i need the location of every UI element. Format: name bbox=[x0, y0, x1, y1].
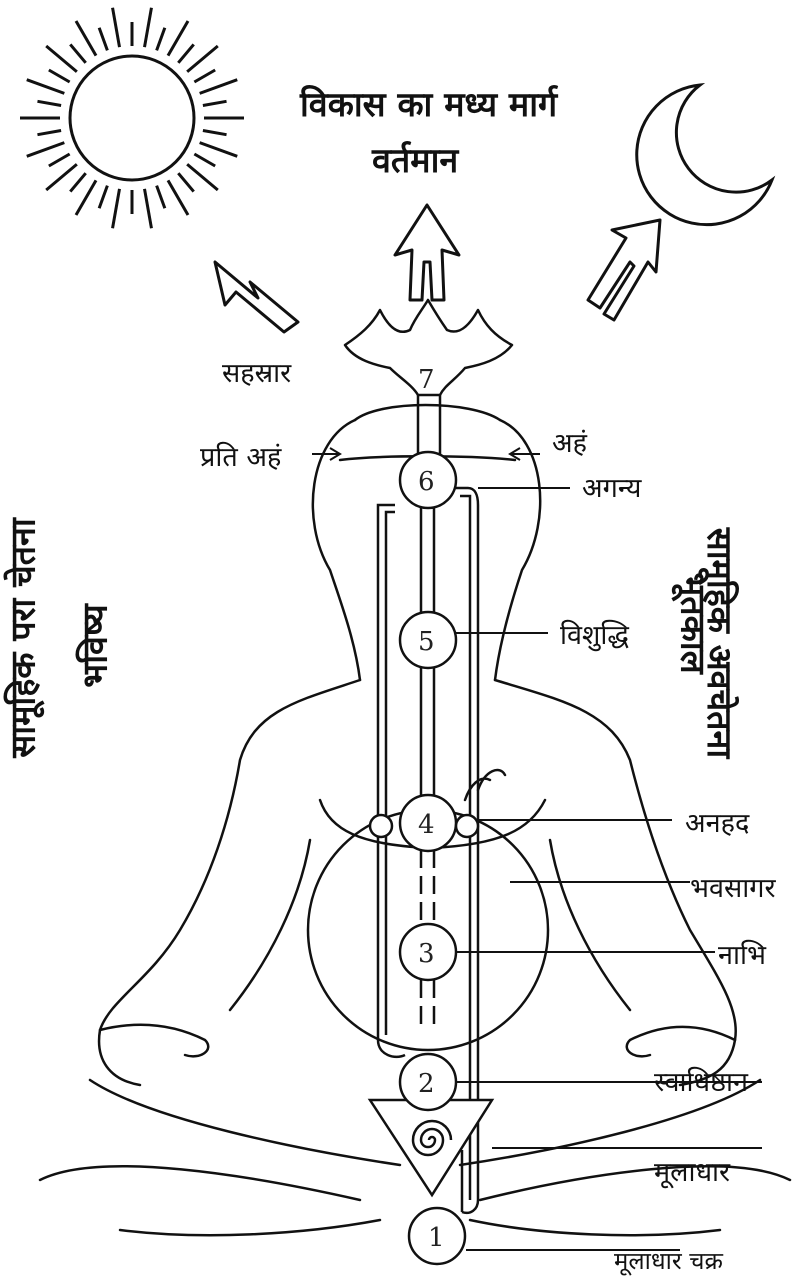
sun-icon bbox=[20, 8, 244, 229]
title-line2: वर्तमान bbox=[372, 136, 458, 182]
label-agnya: अगन्य bbox=[582, 468, 641, 505]
arrow-up-left-icon bbox=[215, 262, 298, 332]
sun-ray bbox=[157, 186, 165, 209]
chakra-number-4: 4 bbox=[418, 810, 435, 840]
chakra-number-5: 5 bbox=[418, 627, 435, 657]
sun-ray bbox=[46, 46, 77, 72]
label-swadhisthan: स्वाधिष्ठान bbox=[654, 1062, 748, 1099]
sun-ray bbox=[27, 143, 65, 157]
sun-ray bbox=[37, 131, 61, 135]
sun-ray bbox=[203, 101, 227, 105]
chakra-number-7: 7 bbox=[418, 365, 435, 395]
sun-ray bbox=[49, 70, 70, 82]
left-vertical-line2: भविष्य bbox=[71, 604, 117, 687]
label-vishuddhi: विशुद्धि bbox=[560, 615, 629, 652]
sun-ray bbox=[168, 21, 188, 56]
sun-ray bbox=[46, 164, 77, 190]
sun-ray bbox=[200, 80, 238, 94]
chakra-number-6: 6 bbox=[418, 467, 435, 497]
label-muladhara: मूलाधार bbox=[654, 1152, 730, 1189]
chakra-number-2: 2 bbox=[418, 1069, 435, 1099]
pointer-lines bbox=[312, 448, 762, 1250]
sun-ray bbox=[37, 101, 61, 105]
label-bhavsagar: भवसागर bbox=[690, 868, 775, 905]
sun-ray bbox=[203, 131, 227, 135]
sun-ray bbox=[76, 180, 96, 215]
sun-ray bbox=[194, 70, 215, 82]
sun-ray bbox=[70, 173, 85, 191]
sun-ray bbox=[200, 143, 238, 157]
right-small-circle bbox=[456, 815, 478, 837]
right-vertical-line2: भूतकाल bbox=[672, 572, 718, 673]
moon-icon bbox=[637, 85, 772, 225]
arrow-up-icon bbox=[395, 205, 459, 300]
sun-ray bbox=[113, 8, 120, 47]
label-muladhara-chakra: मूलाधार चक्र bbox=[614, 1244, 723, 1277]
sun-ray bbox=[49, 154, 70, 166]
sun-ray bbox=[178, 173, 193, 191]
sun-ray bbox=[27, 80, 65, 94]
chakra-number-3: 3 bbox=[418, 939, 435, 969]
label-nabhi: नाभि bbox=[718, 935, 766, 972]
sun-ray bbox=[168, 180, 188, 215]
left-small-circle bbox=[370, 815, 392, 837]
left-vertical-line1: सामूहिक परा चेतना bbox=[0, 518, 45, 757]
sun-ray bbox=[145, 8, 152, 47]
arrow-up-right-icon bbox=[588, 220, 660, 320]
sun-ray bbox=[187, 164, 218, 190]
sun-ray bbox=[76, 21, 96, 56]
label-sahasrara: सहस्रार bbox=[222, 353, 291, 390]
label-prati-aham: प्रति अहं bbox=[200, 437, 281, 474]
sun-ray bbox=[145, 189, 152, 228]
sun-ray bbox=[99, 28, 107, 51]
chakra-number-1: 1 bbox=[428, 1223, 445, 1253]
sun-ray bbox=[113, 189, 120, 228]
sun-ray bbox=[99, 186, 107, 209]
title-line1: विकास का मध्य मार्ग bbox=[300, 80, 557, 126]
sun-ray bbox=[70, 44, 85, 62]
sun-ray bbox=[187, 46, 218, 72]
sun-ray bbox=[178, 44, 193, 62]
label-aham: अहं bbox=[552, 423, 587, 460]
sun-ray bbox=[194, 154, 215, 166]
label-anahad: अनहद bbox=[685, 803, 749, 840]
sun-ray bbox=[157, 28, 165, 51]
